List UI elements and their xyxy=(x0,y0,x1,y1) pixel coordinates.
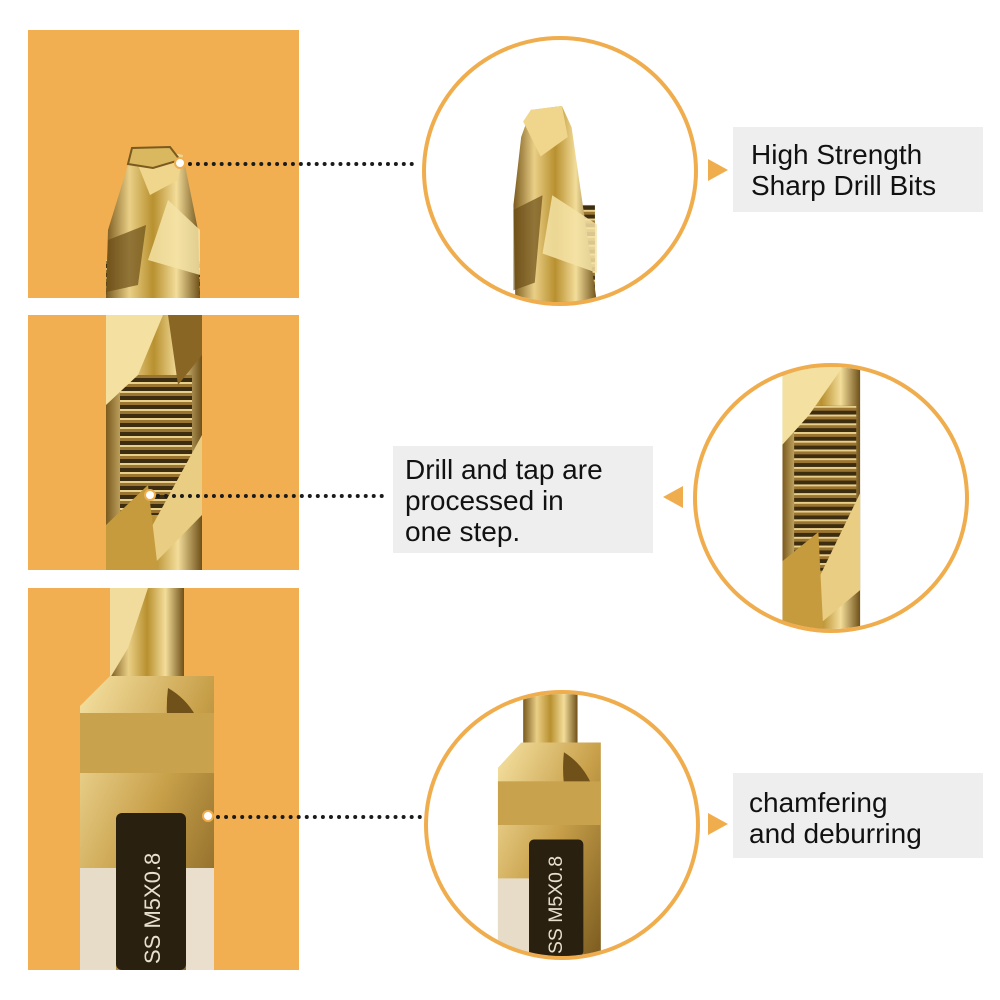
zoom-circle-flute xyxy=(693,363,969,633)
zoom-circle-tip xyxy=(422,36,698,306)
feature-label-line: one step. xyxy=(405,516,521,547)
zoom-shank-marking-text: SS M5X0.8 xyxy=(545,856,567,954)
zoom-circle-shank: SS M5X0.8 xyxy=(424,690,700,960)
feature-label-line: chamfering xyxy=(749,787,888,818)
drill-flute-image xyxy=(106,315,202,570)
drill-shank-image: SS M5X0.8 xyxy=(80,588,214,970)
leader-marker-2 xyxy=(144,489,156,501)
zoom-tip-image xyxy=(513,105,597,302)
feature-label-line: High Strength xyxy=(751,139,923,170)
feature-label-line: Drill and tap are xyxy=(405,454,603,485)
zoom-flute-image xyxy=(782,367,861,629)
leader-line-2 xyxy=(156,494,384,498)
shank-marking-text: SS M5X0.8 xyxy=(140,853,165,964)
leader-line-1 xyxy=(188,162,414,166)
arrow-right-icon xyxy=(708,159,728,181)
leader-marker-3 xyxy=(202,810,214,822)
feature-label-drill-tap: Drill and tap are processed in one step. xyxy=(393,446,653,553)
arrow-left-icon xyxy=(663,486,683,508)
feature-label-line: and deburring xyxy=(749,818,922,849)
leader-line-3 xyxy=(216,815,422,819)
drill-shank-panel: SS M5X0.8 xyxy=(28,588,299,970)
feature-label-line: Sharp Drill Bits xyxy=(751,170,937,201)
feature-label-chamfering: chamfering and deburring xyxy=(733,773,983,858)
feature-label-sharp: High Strength Sharp Drill Bits xyxy=(733,127,983,212)
arrow-right-icon xyxy=(708,813,728,835)
feature-label-line: processed in xyxy=(405,485,564,516)
drill-flute-panel xyxy=(28,315,299,570)
zoom-shank-image: SS M5X0.8 xyxy=(497,694,601,956)
leader-marker-1 xyxy=(174,157,186,169)
drill-tip-image xyxy=(106,145,200,298)
